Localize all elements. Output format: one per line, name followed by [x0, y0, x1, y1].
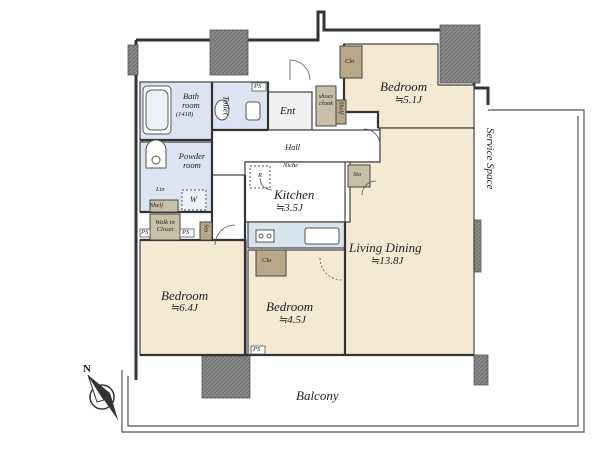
bedroom-w-area: ≒6.4J: [170, 302, 198, 314]
living-dining-label: Living Dining: [349, 240, 422, 255]
living-dining-area: ≒13.8J: [370, 255, 404, 267]
pipe-space-3-label: PS: [141, 229, 149, 236]
bedroom-ne-label: Bedroom: [380, 79, 428, 94]
kitchen-area: ≒3.5J: [275, 202, 303, 214]
exterior-walls: [134, 10, 490, 380]
compass-north-label: N: [83, 363, 91, 375]
pipe-spaces: [139, 82, 267, 355]
closets: [149, 45, 371, 277]
toilet-label: Toilet: [221, 96, 232, 116]
balcony-outline: [121, 109, 585, 433]
bedroom-ne-area: ≒5.1J: [394, 94, 422, 106]
shelf-w-label: Shelf: [150, 202, 163, 209]
hall-label: Hall: [285, 142, 301, 152]
shoes-cloak-label: shoes cloak: [318, 93, 334, 107]
closet-c-label: Clo: [262, 257, 272, 264]
bedroom-c-area: ≒4.5J: [278, 314, 306, 326]
bath-area: (1418): [176, 111, 194, 118]
linen-label: Lin: [156, 186, 165, 193]
fridge-label: R: [258, 172, 262, 179]
compass-icon: [87, 374, 118, 420]
washer-label: W: [190, 194, 198, 204]
kitchen-label: Kitchen: [274, 187, 315, 202]
storage-small-label: Sto: [202, 224, 210, 233]
closet-ne-label: Clo: [345, 58, 355, 65]
service-space-label: Service Space: [484, 128, 496, 190]
fixtures-drawn: [142, 85, 340, 245]
bedroom-w-label: Bedroom: [161, 288, 209, 303]
entrance-label: Ent: [280, 105, 296, 117]
pipe-space-4-label: PS: [253, 346, 261, 353]
pipe-space-1-label: PS: [254, 83, 262, 90]
storage-label: Sto: [353, 171, 362, 178]
doors: [214, 59, 381, 281]
walkin-closet-label: Walk in Closet: [155, 219, 175, 233]
niche-label: Niche: [283, 162, 299, 169]
powder-room-label: Powder room: [178, 151, 206, 170]
balcony-label: Balcony: [296, 388, 339, 403]
bath-label: Bath room: [182, 91, 200, 110]
shelf-ne-label: Shelf: [337, 101, 345, 114]
bedroom-c-label: Bedroom: [266, 299, 314, 314]
pipe-space-2-label: PS: [182, 229, 190, 236]
